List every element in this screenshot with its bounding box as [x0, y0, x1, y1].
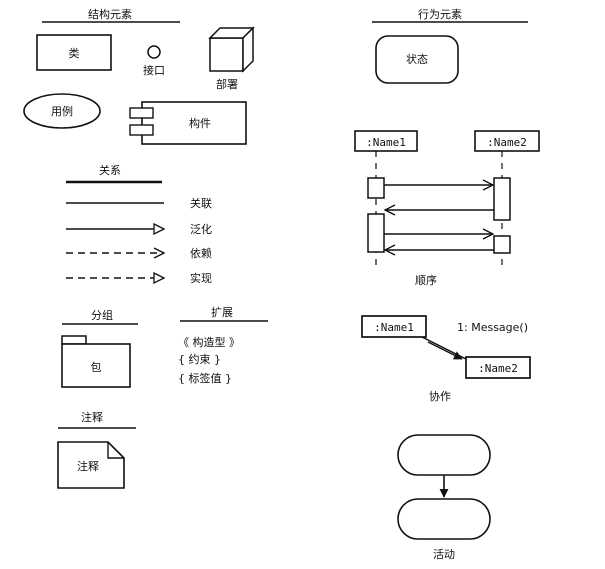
extension-header: 扩展: [211, 305, 233, 319]
collab-link: [421, 336, 469, 361]
relations-header: 关系: [99, 163, 121, 177]
collaboration-caption: 协作: [429, 389, 451, 403]
collab-object-1: [361, 315, 427, 338]
seq-activation-2b: [493, 235, 511, 254]
component-shape: [129, 101, 247, 145]
package-shape: [61, 335, 131, 388]
annotation-header: 注释: [81, 410, 103, 424]
stereotype-text: 《 构造型 》: [178, 335, 240, 349]
dependency-label: 依赖: [190, 247, 212, 260]
seq-object-2-label: :Name2: [487, 136, 527, 149]
component-label: 构件: [189, 116, 211, 130]
usecase-label: 用例: [51, 104, 73, 118]
relations-section: 关系 关联 泛化 依赖 实现: [66, 163, 212, 285]
collaboration-diagram: :Name1 1: Message() :Name2: [361, 315, 531, 379]
seq-object-1: [354, 130, 418, 152]
activity-state-1: [397, 434, 491, 476]
sequence-diagram: :Name1 :Name2: [354, 130, 540, 270]
tagged-value-text: { 标签值 }: [178, 371, 232, 385]
collab-message-arrow: [427, 341, 463, 360]
grouping-header: 分组: [91, 308, 113, 322]
structural-section: 结构元素 类 接口 部署 用例 构件: [23, 7, 255, 145]
structural-header: 结构元素: [88, 7, 132, 21]
interface-label: 接口: [143, 64, 165, 77]
collab-message-label: 1: Message(): [457, 321, 528, 334]
behavioral-section: 行为元素 状态 :Name1 :Name2 顺序 :Name1 1: M: [354, 8, 540, 561]
annotation-section: 注释 注释: [57, 410, 136, 489]
realization-label: 实现: [190, 271, 212, 285]
collab-object-2-label: :Name2: [478, 362, 518, 375]
generalization-label: 泛化: [190, 222, 212, 236]
class-shape: [36, 34, 112, 71]
grouping-section: 分组 包: [61, 308, 138, 388]
seq-activation-2a: [493, 177, 511, 221]
state-shape: [375, 35, 459, 84]
package-label: 包: [91, 361, 102, 374]
note-label: 注释: [77, 459, 99, 473]
activity-caption: 活动: [433, 548, 455, 561]
seq-object-2: [474, 130, 540, 152]
seq-activation-1a: [367, 177, 385, 199]
association-label: 关联: [190, 196, 212, 210]
constraint-text: { 约束 }: [178, 353, 221, 366]
seq-object-1-label: :Name1: [366, 136, 406, 149]
note-shape: [57, 441, 125, 489]
collab-object-2: [465, 356, 531, 379]
usecase-shape: [23, 93, 101, 129]
interface-shape: [147, 45, 161, 59]
seq-activation-1b: [367, 213, 385, 253]
behavioral-header: 行为元素: [418, 8, 462, 21]
activity-state-2: [397, 498, 491, 540]
collab-object-1-label: :Name1: [374, 321, 414, 334]
node-shape: [208, 26, 255, 73]
state-label: 状态: [406, 52, 428, 66]
node-label: 部署: [216, 77, 238, 91]
activity-diagram: [397, 434, 491, 540]
sequence-caption: 顺序: [415, 273, 437, 287]
extension-section: 扩展 《 构造型 》 { 约束 } { 标签值 }: [178, 305, 268, 385]
class-label: 类: [69, 46, 80, 60]
